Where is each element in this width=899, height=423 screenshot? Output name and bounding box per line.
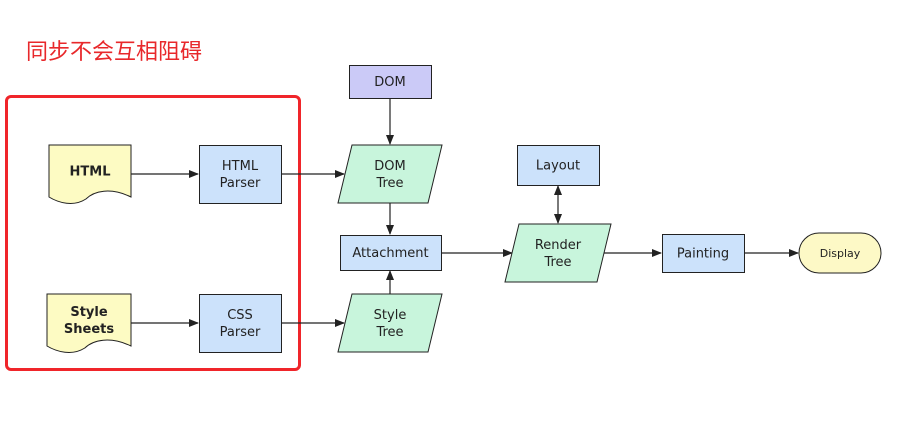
css-parser-node: CSS Parser: [199, 294, 282, 353]
html-doc-shape: [48, 144, 132, 204]
highlight-box: [5, 95, 301, 371]
style-doc-label: Sheets: [64, 322, 114, 337]
painting-shape: [662, 234, 745, 273]
dom-tree-label: DOM: [374, 159, 405, 174]
style-doc-shape: [46, 293, 132, 353]
render-tree-label: Render: [535, 238, 582, 253]
layout-label: Layout: [536, 159, 580, 174]
dom-tree-node: DOM Tree: [337, 144, 443, 204]
nodes-layer: HTMLStyleSheetsHTMLParserCSSParserDOMDOM…: [46, 65, 882, 353]
layout-shape: [517, 145, 600, 186]
display-shape: [798, 232, 882, 274]
html-doc-label: HTML: [70, 165, 111, 180]
html-parser-node: HTML Parser: [199, 145, 282, 204]
attachment-shape: [340, 235, 442, 271]
dom-node: DOM: [349, 65, 432, 99]
style-tree-label: Style: [374, 308, 407, 323]
css-parser-shape: [199, 294, 282, 353]
style-tree-shape: [337, 293, 443, 353]
style-tree-label: Tree: [375, 325, 403, 340]
style-doc-label: Style: [70, 305, 108, 320]
attachment-label: Attachment: [352, 246, 428, 261]
layout-node: Layout: [517, 145, 600, 186]
dom-shape: [349, 65, 432, 99]
html-parser-label: HTML: [222, 159, 259, 174]
render-tree-shape: [504, 223, 612, 283]
display-node: Display: [798, 232, 882, 274]
html-parser-label: Parser: [220, 176, 261, 191]
painting-node: Painting: [662, 234, 745, 273]
html-doc-node: HTML: [48, 144, 132, 204]
dom-label: DOM: [374, 75, 405, 90]
html-parser-shape: [199, 145, 282, 204]
annotation-label: 同步不会互相阻碍: [26, 40, 203, 65]
edges-layer: [131, 98, 799, 327]
attachment-node: Attachment: [340, 235, 442, 271]
css-parser-label: CSS: [227, 308, 253, 323]
display-label: Display: [820, 247, 861, 260]
painting-label: Painting: [677, 247, 729, 262]
dom-tree-shape: [337, 144, 443, 204]
render-tree-label: Tree: [543, 255, 571, 270]
css-parser-label: Parser: [220, 325, 261, 340]
dom-tree-label: Tree: [375, 176, 403, 191]
